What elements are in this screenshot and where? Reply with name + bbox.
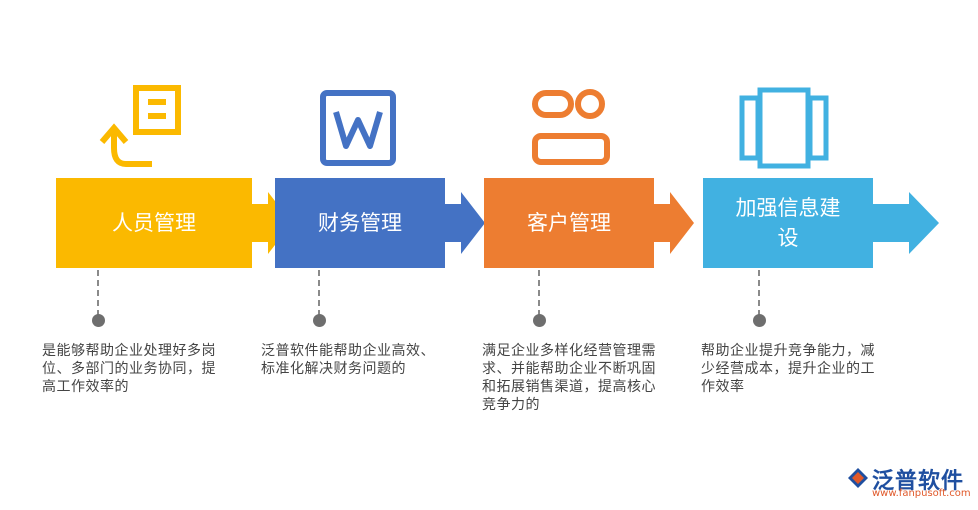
desc-line: 竞争力的: [482, 397, 540, 413]
step-information: 加强信息建 设: [703, 178, 873, 268]
step-personnel: 人员管理: [56, 178, 252, 268]
connector-line: [97, 270, 99, 316]
brand-logo: 泛普软件 www.fanpusoft.com: [846, 462, 974, 502]
connector-line: [538, 270, 540, 316]
step-finance-label: 财务管理: [318, 211, 402, 235]
word-document-icon: [320, 90, 396, 166]
step-information-label-line2: 设: [777, 226, 799, 250]
connector-dot: [92, 314, 105, 327]
arrow-icon: [873, 192, 939, 254]
arrow-icon: [445, 192, 485, 254]
desc-line: 满足企业多样化经营管理需: [482, 343, 656, 359]
connector-dot: [753, 314, 766, 327]
logo-url: www.fanpusoft.com: [872, 488, 971, 499]
desc-finance: 泛普软件能帮助企业高效、 标准化解决财务问题的: [261, 342, 461, 378]
desc-line: 标准化解决财务问题的: [261, 361, 406, 377]
connector-dot: [533, 314, 546, 327]
step-customer-label: 客户管理: [527, 211, 611, 235]
logo-name: 泛普软件: [872, 469, 965, 494]
desc-line: 是能够帮助企业处理好多岗: [42, 343, 216, 359]
desc-line: 位、多部门的业务协同，提: [42, 361, 216, 377]
panels-icon: [739, 87, 829, 169]
desc-customer: 满足企业多样化经营管理需 求、并能帮助企业不断巩固 和拓展销售渠道，提高核心 竞…: [482, 342, 682, 414]
desc-personnel: 是能够帮助企业处理好多岗 位、多部门的业务协同，提 高工作效率的: [42, 342, 242, 396]
desc-line: 和拓展销售渠道，提高核心: [482, 379, 656, 395]
arrow-icon: [252, 192, 292, 254]
connector-dot: [313, 314, 326, 327]
logo-icon: [848, 468, 868, 488]
desc-line: 高工作效率的: [42, 379, 129, 395]
arrow-icon: [654, 192, 694, 254]
connector-line: [758, 270, 760, 316]
desc-line: 少经营成本，提升企业的工: [701, 361, 875, 377]
document-return-icon: [99, 85, 181, 167]
desc-information: 帮助企业提升竞争能力，减 少经营成本，提升企业的工 作效率: [701, 342, 901, 396]
desc-line: 帮助企业提升竞争能力，减: [701, 343, 875, 359]
connector-line: [318, 270, 320, 316]
contact-card-icon: [532, 89, 610, 165]
step-finance: 财务管理: [275, 178, 445, 268]
step-information-label-line1: 加强信息建: [735, 196, 841, 220]
desc-line: 求、并能帮助企业不断巩固: [482, 361, 656, 377]
desc-line: 泛普软件能帮助企业高效、: [261, 343, 435, 359]
desc-line: 作效率: [701, 379, 745, 395]
step-personnel-label: 人员管理: [112, 211, 196, 235]
step-customer: 客户管理: [484, 178, 654, 268]
